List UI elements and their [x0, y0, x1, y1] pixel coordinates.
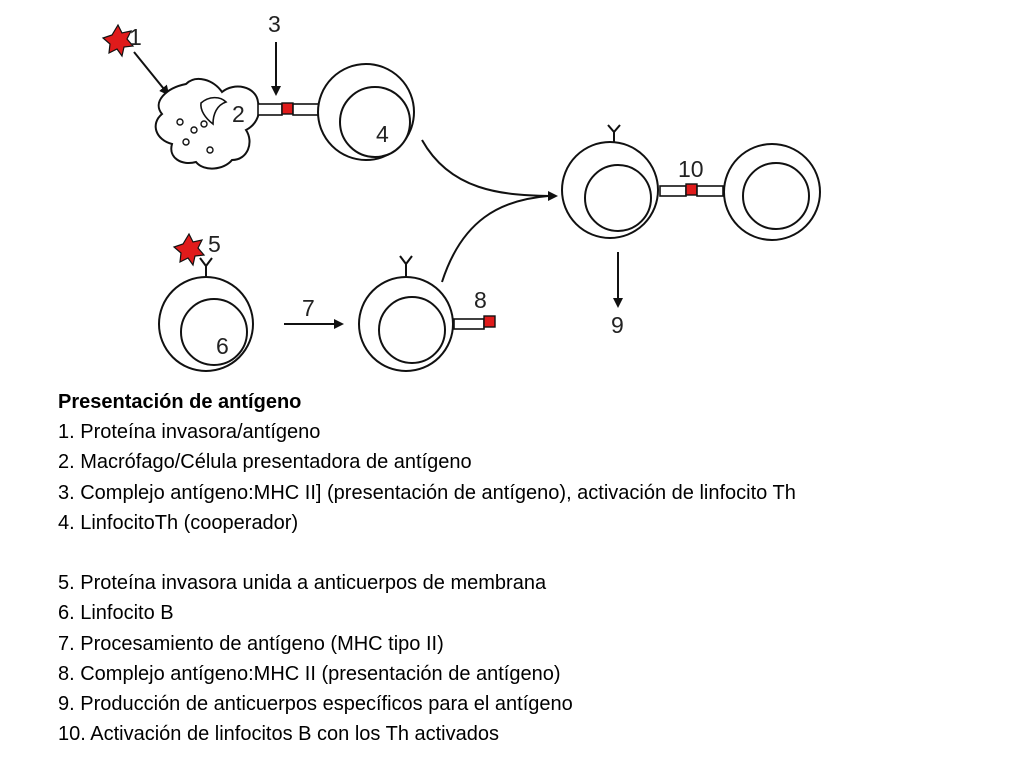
- antigen-fragment-8: [483, 315, 496, 328]
- label-7: 7: [302, 295, 315, 321]
- label-6: 6: [216, 333, 229, 359]
- antigen-fragment-10: [685, 183, 698, 196]
- legend-spacer: [58, 538, 1008, 568]
- legend-item-6: 6. Linfocito B: [58, 602, 174, 625]
- immune-response-diagram: 1 2 3 4 5 6 7 8 10 9: [101, 11, 821, 372]
- macrophage-vacuole: [200, 96, 228, 126]
- mhc-receptor-left: [257, 103, 283, 116]
- activated-b-cell-nucleus: [584, 164, 652, 232]
- label-4: 4: [376, 121, 389, 147]
- legend-item-5: 5. Proteína invasora unida a anticuerpos…: [58, 572, 547, 595]
- tcr-receptor: [292, 103, 320, 116]
- legend: Presentación de antígeno 1. Proteína inv…: [58, 387, 1008, 749]
- legend-title: Presentación de antígeno: [58, 391, 302, 413]
- presenting-b-cell-nucleus: [378, 296, 446, 364]
- macrophage-granule: [190, 126, 198, 134]
- tcr-receptor-activation: [696, 185, 724, 197]
- activated-th-cell-nucleus: [742, 162, 810, 230]
- macrophage-granule: [200, 120, 208, 128]
- label-1: 1: [129, 24, 142, 50]
- legend-item-1: 1. Proteína invasora/antígeno: [58, 421, 321, 444]
- membrane-antibody-activated: [607, 124, 621, 143]
- b-lymphocyte-nucleus: [180, 298, 248, 366]
- label-2: 2: [232, 101, 245, 127]
- arrow-antigen-to-macrophage: [133, 51, 170, 96]
- label-3: 3: [268, 11, 281, 37]
- legend-item-9: 9. Producción de anticuerpos específicos…: [58, 693, 573, 716]
- macrophage-granule: [176, 118, 184, 126]
- macrophage-granule: [182, 138, 190, 146]
- legend-item-10: 10. Activación de linfocitos B con los T…: [58, 723, 499, 746]
- membrane-antibody-b: [399, 255, 413, 277]
- antigen-star-1: [101, 23, 135, 58]
- legend-item-2: 2. Macrófago/Célula presentadora de antí…: [58, 451, 472, 474]
- macrophage-granule: [206, 146, 214, 154]
- th-lymphocyte-nucleus: [339, 86, 411, 158]
- label-9: 9: [611, 312, 624, 338]
- antigen-fragment: [281, 102, 294, 115]
- legend-item-7: 7. Procesamiento de antígeno (MHC tipo I…: [58, 632, 444, 655]
- antigen-star-5: [172, 232, 206, 267]
- label-5: 5: [208, 231, 221, 257]
- legend-item-8: 8. Complejo antígeno:MHC II (presentació…: [58, 662, 561, 685]
- arrow-th-to-activation: [421, 139, 558, 201]
- mhc-receptor-activation: [659, 185, 687, 197]
- mhc-receptor-b: [453, 318, 485, 330]
- label-8: 8: [474, 287, 487, 313]
- legend-item-4: 4. LinfocitoTh (cooperador): [58, 511, 299, 534]
- legend-item-3: 3. Complejo antígeno:MHC II] (presentaci…: [58, 481, 796, 504]
- arrow-b-to-activation: [441, 195, 549, 283]
- label-10: 10: [678, 156, 704, 182]
